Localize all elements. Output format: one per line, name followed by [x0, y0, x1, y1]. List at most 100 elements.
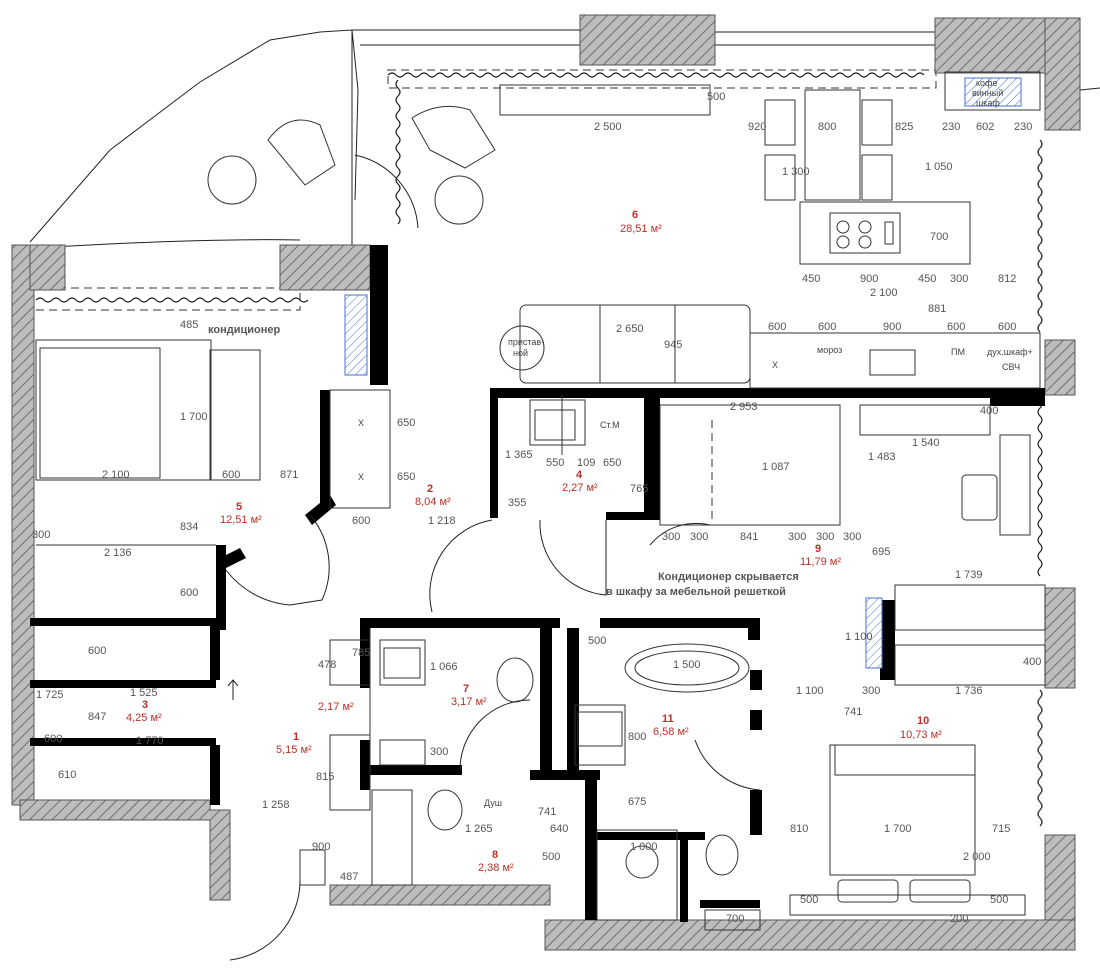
room-area: 2,27 м² [562, 482, 598, 494]
dim-label: 650 [397, 471, 415, 483]
dim-label: 700 [930, 231, 948, 243]
dim-label: 2 000 [963, 851, 991, 863]
dim-label: 450 [918, 273, 936, 285]
dim-label: 2 953 [730, 401, 758, 413]
furniture-labels: пристав- ной кофе винный шкаф мороз ПМ д… [208, 78, 1033, 808]
dim-label: 695 [872, 546, 890, 558]
side-table-label: пристав- [508, 337, 544, 347]
dim-label: 810 [790, 823, 808, 835]
dim-label: 300 [662, 531, 680, 543]
room-area: 11,79 м² [800, 556, 841, 568]
dim-label: 602 [976, 121, 994, 133]
room-number: 8 [492, 849, 498, 861]
room-labels: 1 5,15 м² 2 8,04 м² 3 4,25 м² 4 2,27 м² … [126, 209, 942, 874]
dim-label: 500 [542, 851, 560, 863]
dim-label: 1 525 [130, 687, 158, 699]
dim-label: 1 739 [955, 569, 983, 581]
balcony-furniture [207, 105, 496, 225]
dim-label: 600 [768, 321, 786, 333]
dim-label: 847 [88, 711, 106, 723]
dim-label: 841 [740, 531, 758, 543]
dim-label: 300 [862, 685, 880, 697]
oven-label: дух.шкаф+ [987, 347, 1033, 357]
dim-label: 700 [726, 913, 744, 925]
room-number: 5 [236, 501, 242, 513]
dim-label: 715 [992, 823, 1010, 835]
dim-label: 1 258 [262, 799, 290, 811]
dim-label: 230 [1014, 121, 1032, 133]
dim-label: 1 218 [428, 515, 456, 527]
dim-label: 500 [800, 894, 818, 906]
dim-label: 300 [950, 273, 968, 285]
dim-label: 1 265 [465, 823, 493, 835]
dim-label: 487 [340, 871, 358, 883]
wine-cabinet-label: шкаф [976, 98, 1000, 108]
dim-label: 600 [947, 321, 965, 333]
dim-label: 600 [998, 321, 1016, 333]
room-area: 10,73 м² [900, 729, 942, 741]
balcony-outline [29, 29, 935, 250]
dim-label: 600 [818, 321, 836, 333]
dim-label: 300 [816, 531, 834, 543]
dim-label: 741 [538, 806, 556, 818]
dim-label: 400 [980, 405, 998, 417]
room-number: 2 [427, 483, 433, 495]
ac-units [344, 77, 1022, 669]
dim-label: 300 [430, 746, 448, 758]
dim-label: 300 [843, 531, 861, 543]
partitions [35, 71, 1046, 931]
door-swings [225, 154, 761, 961]
dim-label: 871 [280, 469, 298, 481]
x-mark: X [772, 360, 778, 370]
dim-label: 478 [318, 659, 336, 671]
dim-label: 1 066 [430, 661, 458, 673]
dim-label: 1 483 [868, 451, 896, 463]
dim-label: 600 [44, 733, 62, 745]
room-number: 1 [293, 731, 299, 743]
room-area: 3,17 м² [451, 696, 487, 708]
dim-label: 1 725 [36, 689, 64, 701]
room-area: 28,51 м² [620, 223, 662, 235]
room-number: 7 [463, 683, 469, 695]
hidden-ac-note: в шкафу за мебельной решеткой [606, 586, 786, 598]
dim-label: 1 736 [955, 685, 983, 697]
dim-label: 2 650 [616, 323, 644, 335]
dim-label: 1 087 [762, 461, 790, 473]
freezer-label: мороз [817, 345, 842, 355]
dim-label: 200 [950, 913, 968, 925]
dim-label: 450 [802, 273, 820, 285]
dim-label: 650 [603, 457, 621, 469]
dim-label: 1 540 [912, 437, 940, 449]
dim-label: 800 [818, 121, 836, 133]
dim-label: 600 [88, 645, 106, 657]
room-area: 2,17 м² [318, 701, 354, 713]
washer-label: Ст.М [600, 420, 620, 430]
wine-cabinet-label: винный [972, 88, 1003, 98]
dim-label: 600 [352, 515, 370, 527]
dim-label: 500 [990, 894, 1008, 906]
dim-label: 650 [397, 417, 415, 429]
side-table-label: ной [513, 348, 528, 358]
dim-label: 834 [180, 521, 198, 533]
dim-label: 300 [690, 531, 708, 543]
dim-label: 765 [630, 483, 648, 495]
dim-label: 109 [577, 457, 595, 469]
x-mark: X [358, 472, 364, 482]
dim-label: 1 500 [673, 659, 701, 671]
dim-label: 1 700 [884, 823, 912, 835]
oven-label: СВЧ [1002, 362, 1020, 372]
wine-cabinet-label: кофе [976, 78, 997, 88]
dim-label: 2 136 [104, 547, 132, 559]
room-area: 2,38 м² [478, 862, 514, 874]
dim-label: 1 365 [505, 449, 533, 461]
dim-label: 785 [352, 647, 370, 659]
dim-label: 1 700 [180, 411, 208, 423]
dim-label: 600 [222, 469, 240, 481]
room-number: 11 [662, 713, 674, 725]
dim-label: 812 [998, 273, 1016, 285]
dim-label: 500 [707, 91, 725, 103]
dim-label: 640 [550, 823, 568, 835]
dashed-guides [31, 69, 937, 520]
room-number: 6 [632, 209, 638, 221]
